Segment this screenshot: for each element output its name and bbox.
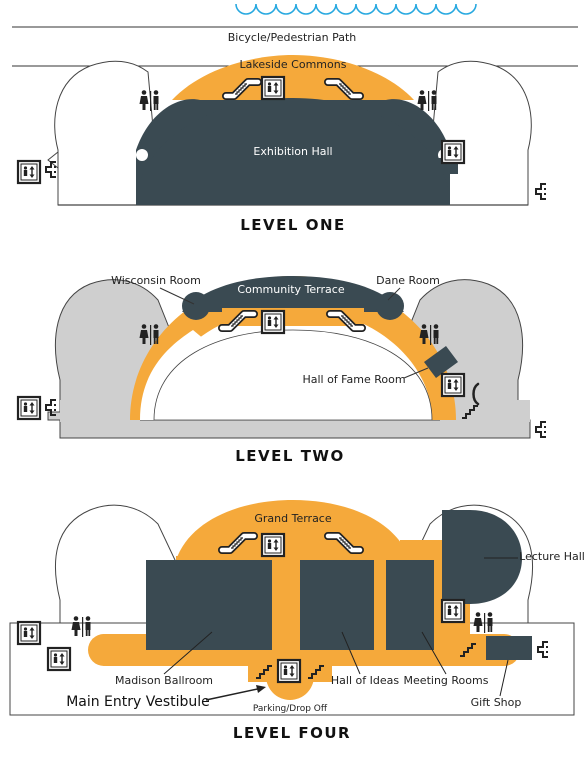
lakeside-commons-label: Lakeside Commons [240,58,347,71]
lecture-hall-room [442,510,522,604]
elevator-icon [260,532,286,558]
gift-shop-label: Gift Shop [471,696,522,709]
madison-ballroom-room [146,560,272,650]
level-two-plan: Wisconsin Room Dane Room Community Terra… [16,274,547,465]
elevator-icon [16,620,42,646]
stairs-icon [535,183,547,200]
meeting-rooms-room [386,560,434,650]
lecture-hall-label: Lecture Hall [519,550,585,563]
gift-shop-room [486,636,532,660]
meeting-rooms-label: Meeting Rooms [404,674,489,687]
level-four-plan: Grand Terrace Lecture Hall Madison Ballr… [9,500,585,742]
main-entry-vestibule-label: Main Entry Vestibule [66,694,210,710]
elevator-icon [440,372,466,398]
elevator-icon [16,159,42,185]
elevator-icon [260,75,286,101]
madison-ballroom-label: Madison Ballroom [115,674,213,687]
stairs-icon [45,161,57,178]
level-four-title: LEVEL FOUR [233,724,351,742]
phone-icon [472,382,480,406]
community-terrace-label: Community Terrace [237,283,344,296]
parking-drop-off-label: Parking/Drop Off [253,704,328,714]
path-label: Bicycle/Pedestrian Path [228,31,357,44]
restroom-icon [417,90,437,111]
level-one-plan: Bicycle/Pedestrian Path Lakeside Commons… [12,3,578,234]
water-waves-icon [235,3,477,15]
stairs-icon [535,421,547,438]
elevator-icon [276,658,302,684]
grand-terrace-label: Grand Terrace [254,512,331,525]
wisconsin-room-label: Wisconsin Room [111,274,201,287]
elevator-icon [46,646,72,672]
level-one-title: LEVEL ONE [240,216,346,234]
elevator-icon [16,395,42,421]
hall-of-fame-label: Hall of Fame Room [302,373,405,386]
elevator-icon [440,598,466,624]
dane-room-label: Dane Room [376,274,440,287]
elevator-icon [440,139,466,165]
hall-of-ideas-label: Hall of Ideas [331,674,399,687]
elevator-icon [260,309,286,335]
level-two-title: LEVEL TWO [235,447,344,465]
exhibition-hall-label: Exhibition Hall [253,145,332,158]
hall-of-ideas-room [300,560,374,650]
